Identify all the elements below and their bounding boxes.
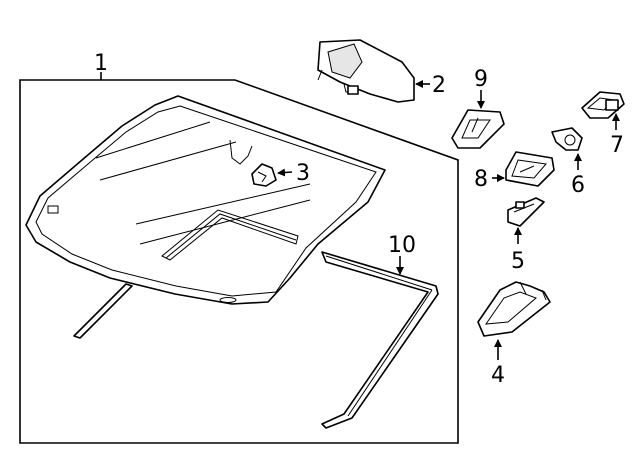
callout-5: 5 bbox=[511, 249, 525, 274]
callout-4: 4 bbox=[491, 363, 505, 388]
callout-2: 2 bbox=[432, 73, 446, 98]
upper-molding bbox=[161, 209, 299, 261]
callout-8: 8 bbox=[474, 167, 488, 192]
callout-7: 7 bbox=[610, 133, 624, 158]
leader-3 bbox=[277, 168, 293, 177]
callout-6: 6 bbox=[571, 173, 585, 198]
sensor-6 bbox=[551, 127, 583, 151]
callout-10: 10 bbox=[388, 233, 416, 258]
molding-10 bbox=[321, 251, 439, 429]
bracket-3 bbox=[251, 163, 277, 187]
cover-8 bbox=[505, 151, 555, 187]
callout-1: 1 bbox=[94, 51, 108, 76]
clip-9 bbox=[451, 109, 505, 149]
callout-3: 3 bbox=[296, 161, 310, 186]
cover-4 bbox=[477, 281, 551, 337]
assembly-box bbox=[19, 79, 459, 444]
mirror-2 bbox=[317, 39, 415, 103]
connector-7 bbox=[581, 91, 625, 119]
callout-9: 9 bbox=[474, 67, 488, 92]
windshield-glass bbox=[25, 95, 386, 305]
lower-molding-left bbox=[73, 283, 133, 339]
bracket-5 bbox=[507, 197, 545, 227]
